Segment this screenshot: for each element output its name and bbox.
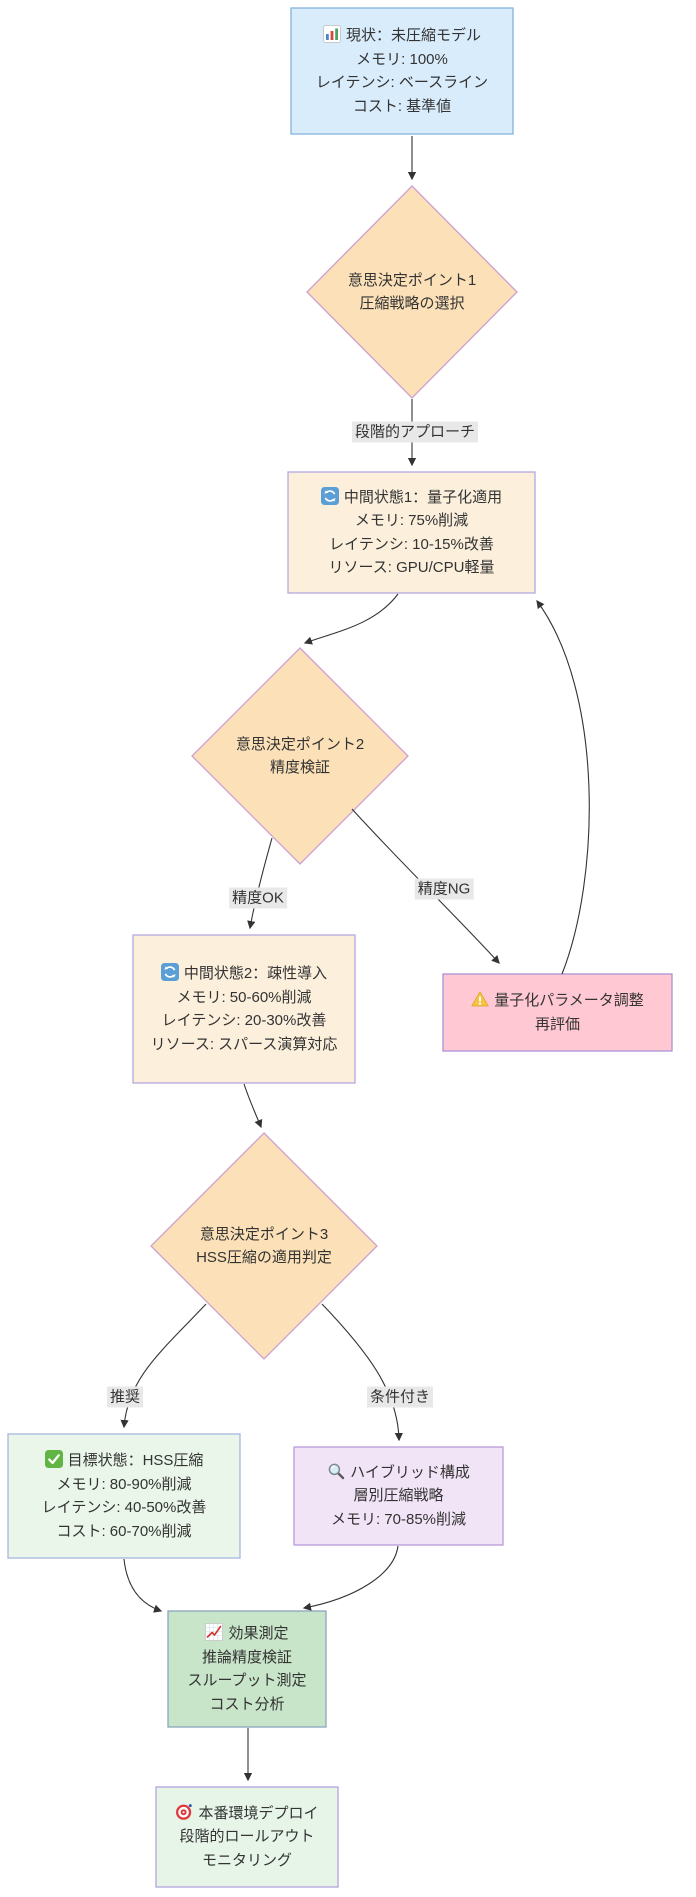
node-shape-decision2: [191, 647, 409, 865]
node-line: メモリ: 75%削減: [354, 512, 469, 529]
node-line: メモリ: 50-60%削減: [176, 988, 312, 1006]
edge-label-decision3-hybrid: 条件付き: [366, 1386, 434, 1408]
check-icon: [44, 1450, 63, 1468]
node-line: コスト: 基準値: [352, 97, 452, 115]
target-icon: [175, 1803, 193, 1821]
node-title: 意思決定ポイント3: [199, 1225, 329, 1243]
edge-decision3-to-hybrid: [321, 1303, 403, 1442]
node-title: 効果測定: [228, 1625, 289, 1642]
magnifier-icon: [327, 1462, 345, 1480]
node-line: 段階的ロールアウト: [179, 1828, 315, 1846]
bar-chart-icon: [322, 25, 341, 43]
node-intermediate1: 中間状態1：量子化適用メモリ: 75%削減レイテンシ: 10-15%改善リソース…: [288, 472, 535, 593]
node-shape-intermediate2: [132, 934, 356, 1084]
node-title: 本番環境デプロイ: [198, 1804, 319, 1822]
node-title: 量子化パラメータ調整: [494, 992, 644, 1009]
node-title: 中間状態2：疎性導入: [183, 965, 328, 982]
edge-label-decision3-target: 推奨: [106, 1386, 144, 1408]
node-line: レイテンシ: 20-30%改善: [161, 1012, 327, 1029]
refresh-icon: [320, 486, 339, 505]
edge-adjust-to-intermediate1: [536, 600, 590, 975]
node-line: 再評価: [534, 1015, 580, 1033]
node-line: コスト分析: [209, 1695, 285, 1713]
node-line: 精度検証: [269, 759, 330, 776]
node-measure: 効果測定推論精度検証スループット測定コスト分析: [168, 1611, 326, 1727]
edge-hybrid-to-measure: [302, 1545, 399, 1611]
node-decision1: 意思決定ポイント1 圧縮戦略の選択: [317, 234, 507, 350]
node-shape-intermediate1: [287, 471, 536, 594]
node-line: モニタリング: [201, 1851, 292, 1869]
node-line: レイテンシ: 40-50%改善: [41, 1499, 207, 1516]
node-line: 推論精度検証: [201, 1648, 292, 1666]
node-shape-hybrid: [293, 1446, 504, 1546]
node-target: 目標状態：HSS圧縮メモリ: 80-90%削減レイテンシ: 40-50%改善コス…: [8, 1434, 240, 1558]
node-title: 目標状態：HSS圧縮: [67, 1452, 204, 1469]
node-shape-decision3: [150, 1132, 378, 1360]
warning-icon: [471, 990, 489, 1008]
node-line: リソース: スパース演算対応: [150, 1035, 338, 1053]
edge-label-decision1-intermediate1: 段階的アプローチ: [351, 421, 479, 443]
refresh-icon: [160, 963, 179, 981]
node-line: メモリ: 70-85%削減: [330, 1510, 467, 1528]
edge-decision2-to-intermediate2: [247, 837, 273, 930]
node-shape-deploy: [155, 1786, 339, 1888]
node-line: メモリ: 100%: [356, 50, 448, 68]
node-shape-measure: [167, 1610, 327, 1728]
node-title: 意思決定ポイント2: [235, 735, 365, 753]
node-title: 意思決定ポイント1: [347, 271, 477, 289]
node-shape-adjust: [442, 973, 673, 1052]
edge-label-decision2-intermediate2: 精度OK: [229, 887, 287, 909]
node-hybrid: ハイブリッド構成層別圧縮戦略メモリ: 70-85%削減: [294, 1447, 503, 1545]
node-line: コスト: 60-70%削減: [56, 1522, 192, 1540]
node-deploy: 本番環境デプロイ段階的ロールアウトモニタリング: [156, 1787, 338, 1887]
node-line: 層別圧縮戦略: [353, 1487, 444, 1505]
node-line: レイテンシ: 10-15%改善: [329, 535, 494, 553]
node-line: リソース: GPU/CPU軽量: [328, 559, 495, 576]
node-shape-decision1: [306, 185, 518, 399]
edge-intermediate2-to-decision3: [243, 1083, 263, 1129]
node-current: 現状：未圧縮モデルメモリ: 100% レイテンシ: ベースラインコスト: 基準値: [291, 8, 513, 134]
edge-decision3-to-target: [120, 1303, 207, 1429]
node-decision2: 意思決定ポイント2 精度検証: [205, 698, 395, 814]
node-title: ハイブリッド構成: [350, 1463, 470, 1481]
edge-label-decision2-adjust: 精度NG: [414, 878, 474, 900]
node-line: スループット測定: [187, 1672, 307, 1689]
edge-intermediate1-to-decision2: [303, 593, 399, 645]
edge-target-to-measure: [123, 1558, 163, 1613]
node-line: メモリ: 80-90%削減: [56, 1475, 192, 1493]
node-line: HSS圧縮の適用判定: [196, 1249, 332, 1266]
chart-up-icon: [205, 1623, 224, 1641]
node-title: 中間状態1：量子化適用: [343, 488, 503, 506]
node-intermediate2: 中間状態2：疎性導入メモリ: 50-60%削減レイテンシ: 20-30%改善リソ…: [133, 935, 355, 1083]
node-line: レイテンシ: ベースライン: [315, 74, 489, 91]
node-line: 圧縮戦略の選択: [359, 295, 465, 312]
node-adjust: 量子化パラメータ調整再評価: [443, 974, 672, 1051]
node-title: 現状：未圧縮モデル: [345, 27, 481, 44]
